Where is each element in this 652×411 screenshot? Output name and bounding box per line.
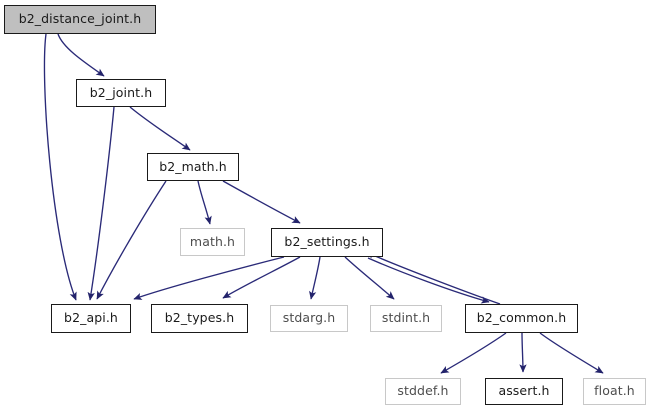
graph-edge-b2_common-to-b2_settings xyxy=(365,251,501,305)
graph-node-b2_joint[interactable]: b2_joint.h xyxy=(76,79,166,107)
graph-node-label: stdarg.h xyxy=(282,310,336,326)
graph-edge-b2_joint-to-b2_api xyxy=(87,106,115,301)
graph-node-b2_math[interactable]: b2_math.h xyxy=(147,153,239,181)
graph-edge-b2_settings-to-stdarg xyxy=(309,256,321,300)
graph-edge-b2_math-to-b2_settings xyxy=(222,180,301,224)
graph-edge-b2_common-to-float xyxy=(539,332,604,374)
graph-node-label: float.h xyxy=(594,383,635,399)
graph-node-label: b2_distance_joint.h xyxy=(18,11,142,27)
graph-node-b2_distance_joint: b2_distance_joint.h xyxy=(4,5,156,34)
graph-node-label: b2_joint.h xyxy=(89,84,153,100)
graph-edge-b2_math-to-math xyxy=(197,180,212,225)
graph-node-stdarg[interactable]: stdarg.h xyxy=(270,305,348,332)
graph-node-assert[interactable]: assert.h xyxy=(485,378,563,405)
graph-edge-b2_math-to-b2_api xyxy=(96,180,167,300)
graph-edge-b2_settings-to-b2_types xyxy=(222,256,301,299)
graph-node-label: stdint.h xyxy=(381,310,431,326)
graph-node-math[interactable]: math.h xyxy=(180,228,245,256)
graph-node-b2_common[interactable]: b2_common.h xyxy=(465,304,578,333)
graph-edge-b2_settings-to-b2_api xyxy=(133,256,285,300)
graph-node-stdint[interactable]: stdint.h xyxy=(370,305,442,332)
graph-node-label: b2_types.h xyxy=(164,310,235,326)
graph-node-label: b2_common.h xyxy=(476,310,567,326)
graph-node-label: assert.h xyxy=(498,383,550,399)
graph-node-stddef[interactable]: stddef.h xyxy=(385,378,461,405)
graph-node-label: b2_api.h xyxy=(64,310,118,326)
graph-node-b2_api[interactable]: b2_api.h xyxy=(51,304,131,333)
graph-edge-b2_distance_joint-to-b2_joint xyxy=(57,33,105,77)
graph-node-label: math.h xyxy=(189,233,236,249)
graph-edge-b2_common-to-stddef xyxy=(440,332,507,374)
graph-edge-b2_settings-to-b2_common xyxy=(367,257,490,304)
graph-node-b2_types[interactable]: b2_types.h xyxy=(151,304,248,333)
graph-edge-b2_joint-to-b2_math xyxy=(129,106,191,151)
graph-node-float[interactable]: float.h xyxy=(583,378,646,405)
graph-edge-b2_common-to-assert xyxy=(519,332,527,373)
graph-node-b2_settings[interactable]: b2_settings.h xyxy=(271,228,383,257)
graph-node-label: stddef.h xyxy=(397,383,449,399)
graph-edge-b2_settings-to-stdint xyxy=(344,256,395,300)
graph-node-label: b2_math.h xyxy=(159,158,227,174)
graph-node-label: b2_settings.h xyxy=(284,234,370,250)
graph-edge-b2_distance_joint-to-b2_api xyxy=(43,33,77,301)
